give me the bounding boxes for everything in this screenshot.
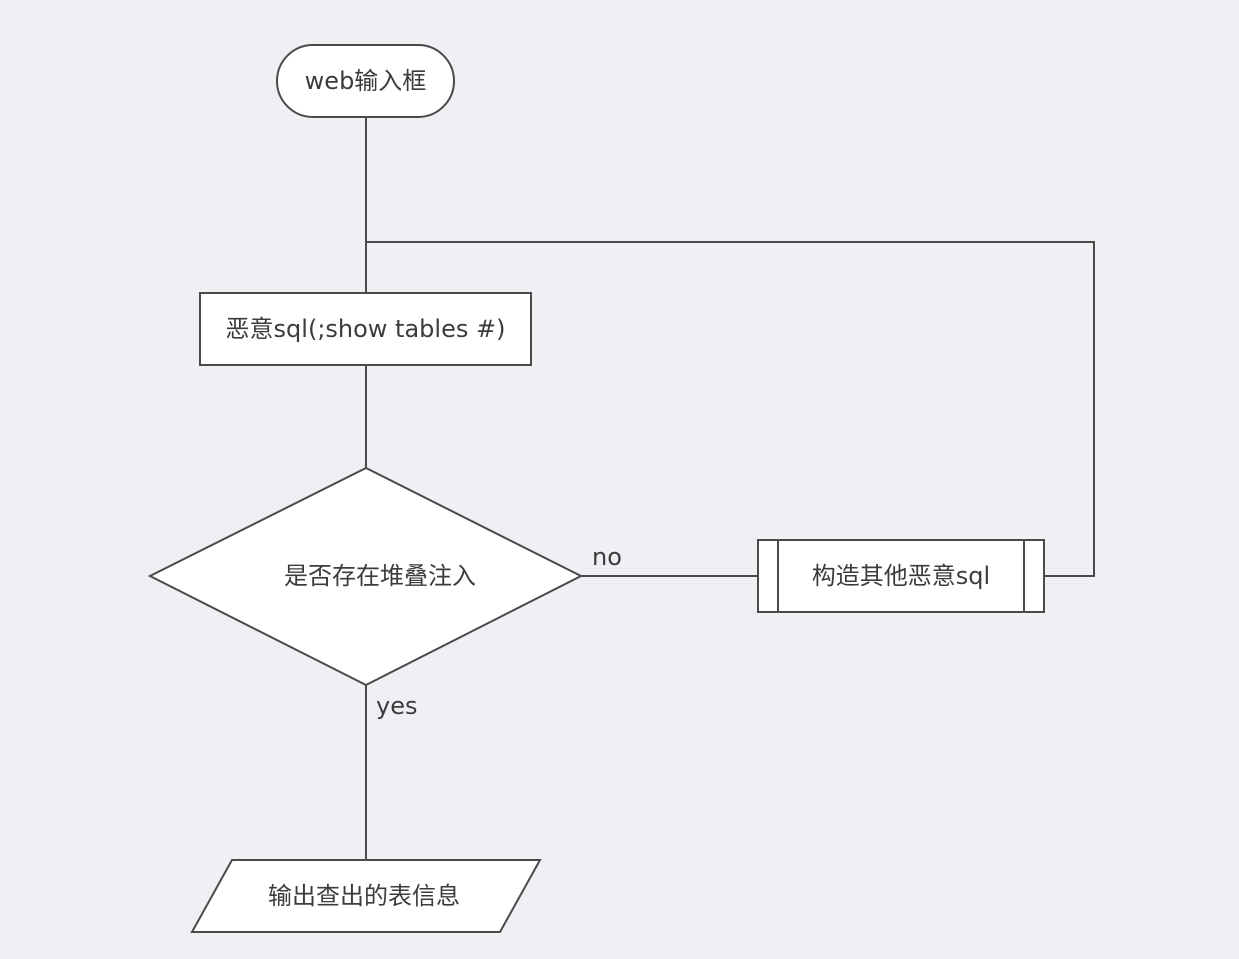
edges (365, 117, 1095, 859)
node-start[interactable]: web输入框 (276, 44, 455, 118)
node-malicious-sql-label: 恶意sql(;show tables #) (226, 315, 506, 343)
node-start-label: web输入框 (305, 67, 427, 95)
node-decision[interactable]: 是否存在堆叠注入 (147, 466, 584, 687)
edge-label-yes: yes (376, 692, 417, 720)
node-output[interactable]: 输出查出的表信息 (190, 859, 542, 933)
node-construct-other-label: 构造其他恶意sql (812, 562, 990, 590)
node-output-label: 输出查出的表信息 (268, 882, 460, 910)
node-output-shape (190, 859, 542, 933)
edge-label-no: no (592, 543, 622, 571)
node-construct-other-shape (757, 539, 1045, 613)
node-malicious-sql-shape (199, 292, 532, 366)
node-start-shape (276, 44, 455, 118)
node-decision-shape (147, 466, 584, 687)
node-malicious-sql[interactable]: 恶意sql(;show tables #) (199, 292, 532, 366)
node-decision-label: 是否存在堆叠注入 (284, 562, 476, 590)
edge-construct-loop-back (366, 241, 1095, 577)
node-construct-other[interactable]: 构造其他恶意sql (757, 539, 1045, 613)
